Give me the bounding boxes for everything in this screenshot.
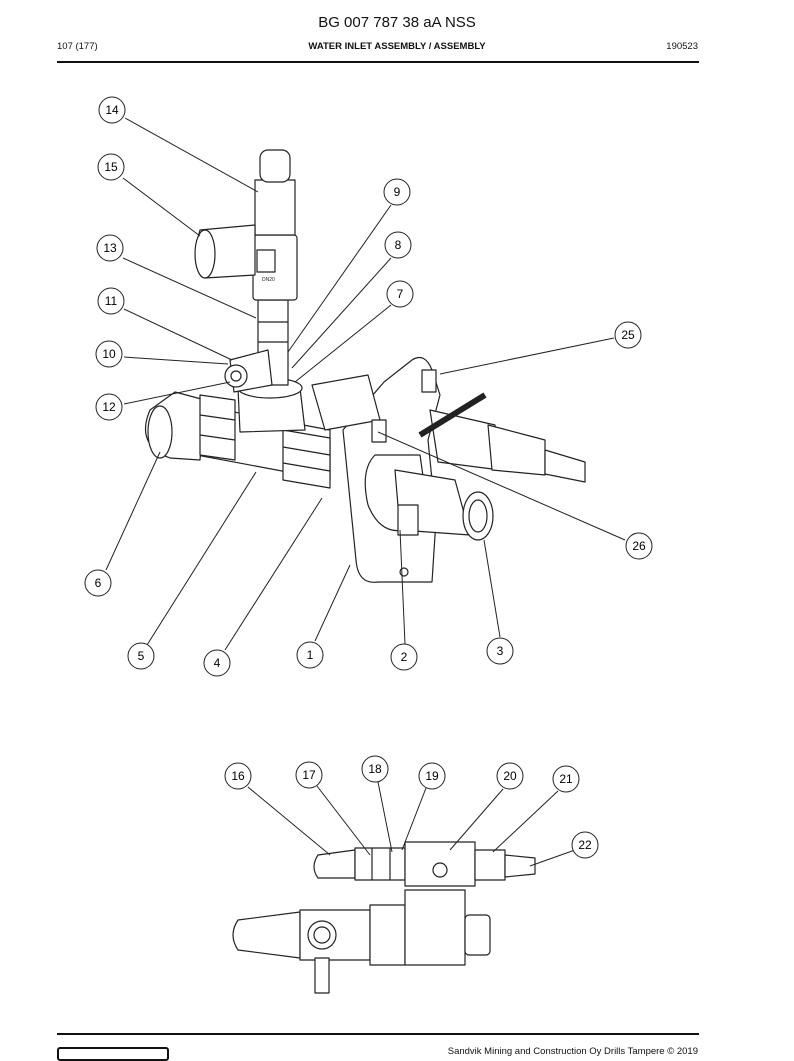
bracket-hole <box>399 567 409 577</box>
callout-17: 17 <box>295 761 323 789</box>
svg-text:26: 26 <box>632 539 646 553</box>
callout-7: 7 <box>386 280 414 308</box>
callout-12: 12 <box>95 393 123 421</box>
svg-text:1: 1 <box>307 648 314 662</box>
callout-22: 22 <box>571 831 599 859</box>
svg-text:4: 4 <box>214 656 221 670</box>
callout-14: 14 <box>98 96 126 124</box>
lower-flange <box>369 904 406 966</box>
lower-bracket <box>404 889 466 966</box>
section-title: WATER INLET ASSEMBLY / ASSEMBLY <box>308 41 486 52</box>
svg-text:12: 12 <box>102 400 116 414</box>
svg-text:16: 16 <box>231 769 245 783</box>
right-elbow <box>311 374 381 431</box>
callout-13: 13 <box>96 234 124 262</box>
callout-6: 6 <box>84 569 112 597</box>
document-title: BG 007 787 38 aA NSS <box>318 14 476 31</box>
svg-text:22: 22 <box>578 838 592 852</box>
cam-lever <box>397 504 419 536</box>
hex-nut-b <box>282 429 331 489</box>
lower-elbow <box>232 911 301 959</box>
svg-text:6: 6 <box>95 576 102 590</box>
svg-text:11: 11 <box>105 294 118 308</box>
svg-text:15: 15 <box>104 160 118 174</box>
sandvik-logo <box>57 1047 169 1061</box>
callout-9: 9 <box>383 178 411 206</box>
page-number: 107 (177) <box>57 41 98 52</box>
lower-valve-knob <box>432 862 448 878</box>
svg-text:14: 14 <box>105 103 119 117</box>
callout-18: 18 <box>361 755 389 783</box>
hose-tail-upper <box>544 449 586 483</box>
lower-hose-tail <box>464 914 491 956</box>
callout-25: 25 <box>614 321 642 349</box>
callout-15: 15 <box>97 153 125 181</box>
valve-window <box>256 249 276 273</box>
callout-5: 5 <box>127 642 155 670</box>
callout-8: 8 <box>384 231 412 259</box>
valve-marking: DN20 <box>262 277 275 283</box>
svg-text:10: 10 <box>102 347 116 361</box>
left-elbow-opening <box>147 405 173 459</box>
callout-4: 4 <box>203 649 231 677</box>
ball-valve-handle <box>418 392 487 438</box>
bracket-label-lower <box>371 419 387 443</box>
header-rule <box>57 61 699 63</box>
lower-stub <box>314 957 330 994</box>
leader-lines <box>105 117 626 867</box>
svg-text:13: 13 <box>103 241 117 255</box>
callout-10: 10 <box>95 340 123 368</box>
callout-1: 1 <box>296 641 324 669</box>
top-plug <box>254 179 296 236</box>
svg-text:2: 2 <box>401 650 408 664</box>
hose-tail-lower-right <box>504 854 536 878</box>
callout-26: 26 <box>625 532 653 560</box>
svg-text:3: 3 <box>497 644 504 658</box>
hex-nut-a <box>199 394 236 461</box>
callout-3: 3 <box>486 637 514 665</box>
svg-text:25: 25 <box>621 328 635 342</box>
svg-text:18: 18 <box>368 762 382 776</box>
bracket-label-upper <box>421 369 437 393</box>
hose-tail-lower-left <box>313 849 356 879</box>
svg-text:20: 20 <box>503 769 517 783</box>
svg-text:17: 17 <box>302 768 316 782</box>
footer-rule <box>57 1033 699 1035</box>
callout-2: 2 <box>390 643 418 671</box>
callout-19: 19 <box>418 762 446 790</box>
svg-text:9: 9 <box>394 185 401 199</box>
callout-16: 16 <box>224 762 252 790</box>
footer-copyright: Sandvik Mining and Construction Oy Drill… <box>447 1046 698 1057</box>
callout-21: 21 <box>552 765 580 793</box>
svg-text:8: 8 <box>395 238 402 252</box>
callouts: 14 15 13 11 10 12 9 8 7 25 26 6 5 4 1 2 … <box>84 96 653 859</box>
svg-text:7: 7 <box>397 287 404 301</box>
svg-text:19: 19 <box>425 769 439 783</box>
lower-nipple <box>354 847 406 881</box>
svg-text:5: 5 <box>138 649 145 663</box>
callout-11: 11 <box>97 287 125 315</box>
top-cap <box>259 149 291 183</box>
coupling <box>487 424 546 476</box>
svg-text:21: 21 <box>559 772 573 786</box>
date-code: 190523 <box>666 41 698 52</box>
lower-coupling <box>474 849 506 881</box>
callout-20: 20 <box>496 762 524 790</box>
